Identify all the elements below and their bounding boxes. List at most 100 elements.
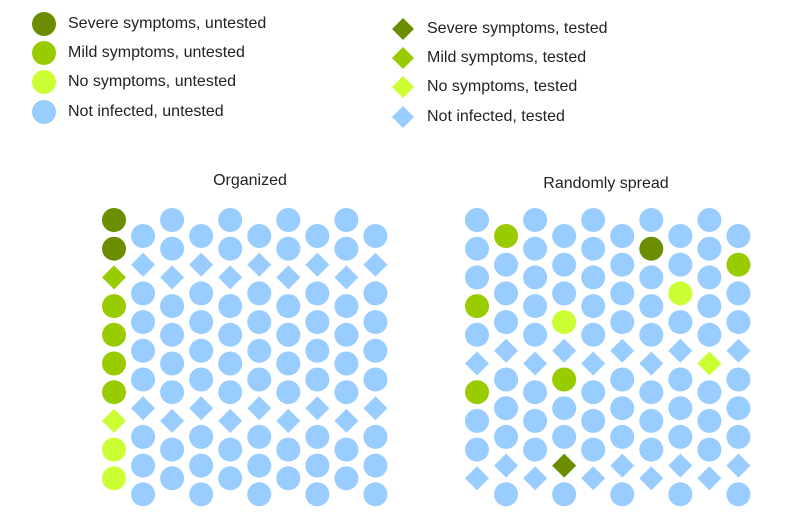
legend-label: No symptoms, untested [68,73,237,90]
person-not-infected-untested [523,265,548,290]
person-not-infected-untested [697,236,722,261]
person-not-infected-untested [189,367,214,392]
person-not-infected-untested [276,294,301,319]
person-not-infected-untested [639,294,664,319]
person-not-infected-untested [494,310,519,335]
person-not-infected-untested [639,265,664,290]
panel-title-organized: Organized [213,172,287,189]
person-not-infected-untested [247,424,272,449]
person-not-infected-tested [189,396,214,421]
person-not-infected-untested [189,453,214,478]
person-not-infected-untested [160,351,185,376]
person-not-infected-untested [726,482,751,507]
person-not-infected-untested [276,380,301,405]
person-not-infected-untested [465,408,489,433]
person-not-infected-untested [581,408,606,433]
person-not-infected-untested [610,482,635,507]
legend-item: Not infected, tested [391,105,565,129]
person-not-infected-untested [668,252,693,277]
person-mild-untested [102,380,126,405]
legend-label: No symptoms, tested [427,78,578,95]
person-not-infected-untested [639,408,664,433]
person-not-infected-untested [334,208,359,232]
person-not-infected-untested [218,208,243,232]
person-not-infected-untested [523,208,548,232]
person-not-infected-tested [639,466,664,491]
person-not-infected-untested [160,322,185,347]
person-not-infected-untested [465,265,489,290]
person-not-infected-untested [697,294,722,319]
legend-item: Mild symptoms, tested [391,46,586,70]
person-not-infected-untested [494,396,519,421]
person-not-infected-tested [726,338,751,363]
person-no-symptoms-untested [668,281,693,306]
person-not-infected-untested [668,224,693,248]
person-not-infected-untested [160,294,185,319]
legend-label: Mild symptoms, untested [68,44,245,61]
person-not-infected-untested [610,396,635,421]
person-not-infected-untested [552,482,577,507]
person-not-infected-untested [494,482,519,507]
person-severe-untested [639,236,664,261]
person-mild-untested [494,224,519,248]
person-not-infected-untested [218,380,243,405]
person-not-infected-untested [581,236,606,261]
person-not-infected-tested [363,396,388,421]
person-not-infected-untested [160,437,185,462]
person-not-infected-untested [697,380,722,405]
person-mild-untested [465,294,489,319]
person-not-infected-untested [189,310,214,335]
person-mild-untested [102,294,126,319]
person-not-infected-untested [668,396,693,421]
person-not-infected-untested [131,453,156,478]
person-no-symptoms-untested [102,466,126,491]
person-not-infected-untested [726,396,751,421]
person-not-infected-untested [363,224,388,248]
person-no-symptoms-untested [552,310,577,335]
person-not-infected-untested [247,367,272,392]
person-not-infected-tested [276,265,301,290]
diamond-marker-icon [391,46,415,70]
person-not-infected-untested [465,236,489,261]
person-mild-untested [102,322,126,347]
person-not-infected-untested [668,310,693,335]
person-not-infected-untested [581,208,606,232]
person-not-infected-untested [523,294,548,319]
person-severe-untested [102,236,126,261]
person-not-infected-untested [334,351,359,376]
person-not-infected-untested [523,408,548,433]
person-not-infected-untested [726,281,751,306]
person-not-infected-tested [523,466,548,491]
person-not-infected-untested [218,322,243,347]
person-not-infected-untested [363,424,388,449]
person-not-infected-tested [247,396,272,421]
diamond-marker-icon [391,75,415,99]
person-not-infected-untested [131,310,156,335]
person-not-infected-untested [247,453,272,478]
person-not-infected-untested [363,482,388,507]
person-not-infected-tested [494,453,519,478]
person-not-infected-untested [639,437,664,462]
person-mild-untested [465,380,489,405]
person-not-infected-untested [189,424,214,449]
person-not-infected-untested [610,424,635,449]
person-not-infected-untested [697,265,722,290]
person-no-symptoms-tested [697,351,722,376]
person-not-infected-untested [305,367,330,392]
person-mild-tested [102,265,126,290]
person-not-infected-untested [697,408,722,433]
person-not-infected-untested [276,351,301,376]
person-not-infected-untested [247,224,272,248]
person-not-infected-untested [552,224,577,248]
legend-item: Mild symptoms, untested [32,41,245,65]
person-not-infected-untested [305,424,330,449]
person-not-infected-untested [334,322,359,347]
person-not-infected-untested [581,380,606,405]
person-not-infected-untested [218,236,243,261]
person-not-infected-tested [697,466,722,491]
person-no-symptoms-tested [102,408,126,433]
person-not-infected-untested [552,396,577,421]
person-not-infected-untested [305,338,330,363]
person-not-infected-untested [276,466,301,491]
